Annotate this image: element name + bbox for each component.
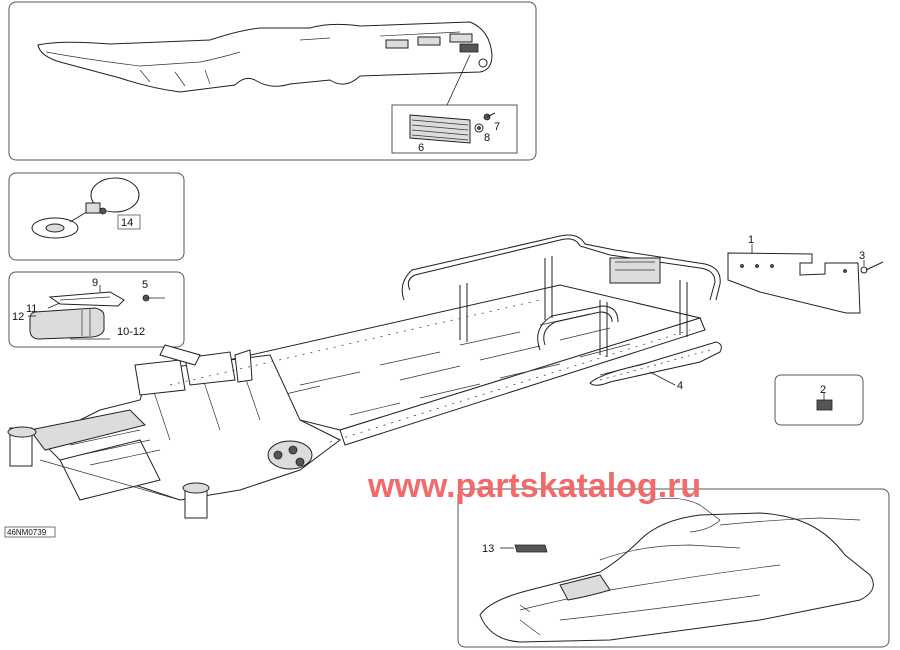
- callout-2: 2: [820, 384, 826, 396]
- side-strip: 4: [589, 341, 722, 392]
- watermark-text: www.partskatalog.ru: [367, 467, 701, 505]
- decal-detail-panel: 2: [774, 374, 864, 426]
- hood-detail-panel: 13: [457, 488, 890, 648]
- reflector-screw: [474, 112, 496, 133]
- callout-1: 1: [748, 234, 754, 246]
- top-detail-panel: 6 7 8: [8, 1, 537, 161]
- tool-bag-bracket: [48, 291, 125, 307]
- callout-4: 4: [677, 380, 683, 392]
- tool-kit-detail-panel: 9 5 11 12 10-12: [8, 271, 185, 348]
- mud-flap: 1: [727, 234, 861, 314]
- callout-14: 14: [121, 217, 133, 229]
- callout-11: 11: [26, 303, 37, 315]
- callout-13: 13: [482, 543, 494, 555]
- hood-decal: [514, 544, 548, 553]
- cargo-rail: [401, 234, 721, 357]
- tool-bag: [29, 307, 105, 340]
- rear-rack-bracket: [37, 21, 493, 93]
- callout-10-12: 10-12: [117, 326, 145, 338]
- drawing-code: 46NM0739: [7, 528, 47, 537]
- mud-flap-fastener: 3: [859, 250, 884, 274]
- callout-7: 7: [494, 121, 500, 133]
- callout-3: 3: [859, 250, 865, 262]
- snowmobile-frame: [7, 234, 721, 519]
- horn: [31, 177, 140, 239]
- reflector: [409, 114, 471, 144]
- horn-detail-panel: 14: [8, 172, 185, 261]
- callout-6: 6: [418, 142, 424, 154]
- callout-12: 12: [12, 311, 24, 323]
- callout-8: 8: [484, 132, 490, 144]
- callout-5: 5: [142, 279, 148, 291]
- callout-9: 9: [92, 277, 98, 289]
- hood: [479, 498, 874, 643]
- drawing-code-label: 46NM0739: [4, 526, 56, 538]
